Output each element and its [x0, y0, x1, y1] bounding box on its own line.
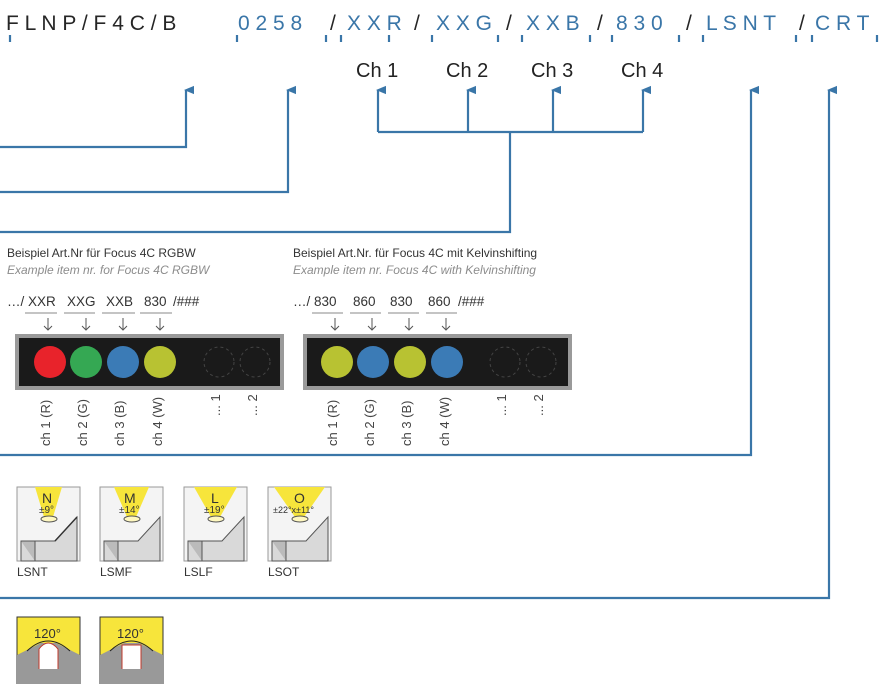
led-ch2	[70, 346, 102, 378]
lens-icons	[16, 486, 332, 562]
code-sep: /	[330, 12, 336, 35]
kelvin-ch-label-6: ... 2	[531, 394, 546, 416]
arrow-line-series	[0, 90, 186, 149]
code-xxr: X X R	[347, 12, 402, 35]
kelvin-code-2: 860	[353, 294, 376, 309]
bracket-lsnt	[701, 35, 798, 42]
lens-name-l: LSLF	[184, 565, 213, 579]
rgbw-ch-label-2: ch 2 (G)	[75, 399, 90, 446]
led-empty-1	[489, 346, 521, 378]
lens-name-m: LSMF	[100, 565, 133, 579]
led-ch1	[321, 346, 353, 378]
kelvin-ch-label-4: ch 4 (W)	[437, 396, 452, 446]
lens-icon-m	[99, 486, 164, 562]
kelvin-title-en: Example item nr. Focus 4C with Kelvinshi…	[293, 263, 536, 277]
rgbw-code-3: XXB	[106, 294, 134, 309]
arrow-line-crt	[0, 90, 829, 600]
led-ch2	[357, 346, 389, 378]
channel-label-4: Ch 4	[621, 60, 664, 82]
bracket-xxb	[520, 35, 592, 42]
rgbw-title-de: Beispiel Art.Nr für Focus 4C RGBW	[7, 246, 196, 260]
beam-angle-square: 120°	[117, 626, 144, 641]
rgbw-code-1: XXR	[28, 294, 56, 309]
lens-angle-l: ±19°	[204, 505, 225, 516]
led-ch4	[144, 346, 176, 378]
led-ch4	[431, 346, 463, 378]
led-empty-1	[203, 346, 235, 378]
code-0258: 0 2 5 8	[238, 12, 303, 35]
arrow-line-0258	[0, 90, 288, 194]
lens-name-o: LSOT	[268, 565, 300, 579]
lens-icon-o	[267, 486, 332, 562]
kelvin-code-0: …/	[293, 294, 311, 309]
rgbw-ch-label-1: ch 1 (R)	[38, 399, 53, 446]
kelvin-ch-label-5: ... 1	[494, 394, 509, 416]
code-xxg: X X G	[436, 12, 493, 35]
bracket-0258	[235, 35, 328, 42]
rgbw-code-4: 830	[144, 294, 167, 309]
bracket-crt	[810, 35, 879, 42]
rgbw-code-2: XXG	[67, 294, 96, 309]
lens-letter-m: M	[124, 490, 136, 506]
kelvin-ch-label-2: ch 2 (G)	[362, 399, 377, 446]
kelvin-code-5: /###	[458, 294, 485, 309]
rgbw-ch-label-6: ... 2	[245, 394, 260, 416]
arrow-line-channels	[0, 132, 512, 234]
arrow-line-lens	[0, 90, 751, 457]
lens-icon-n	[16, 486, 81, 562]
kelvin-ch-label-3: ch 3 (B)	[399, 400, 414, 446]
led-ch1	[34, 346, 66, 378]
lens-letter-n: N	[42, 490, 53, 506]
code-crt: C R T	[815, 12, 870, 35]
code-sep: /	[414, 12, 420, 35]
channel-label-2: Ch 2	[446, 60, 489, 82]
code-830: 8 3 0	[616, 12, 663, 35]
led-empty-2	[525, 346, 557, 378]
bracket-830	[610, 35, 681, 42]
led-ch3	[107, 346, 139, 378]
led-empty-2	[239, 346, 271, 378]
rgbw-title-en: Example item nr. for Focus 4C RGBW	[7, 263, 210, 277]
channel-label-1: Ch 1	[356, 60, 399, 82]
lens-angle-o: ±22°x±11°	[273, 505, 314, 515]
code-sep: /	[597, 12, 603, 35]
beam-icons	[16, 616, 164, 684]
code-sep: /	[799, 12, 805, 35]
lens-angle-n: ±9°	[39, 505, 55, 516]
kelvin-title-de: Beispiel Art.Nr. für Focus 4C mit Kelvin…	[293, 246, 538, 260]
kelvin-ch-label-1: ch 1 (R)	[325, 399, 340, 446]
code-lsnt: L S N T	[706, 12, 777, 35]
led-board-kelvin	[303, 334, 572, 390]
beam-icon-round	[16, 616, 81, 684]
led-ch3	[394, 346, 426, 378]
rgbw-ch-label-4: ch 4 (W)	[150, 396, 165, 446]
kelvin-code-4: 860	[428, 294, 451, 309]
rgbw-ch-label-5: ... 1	[208, 394, 223, 416]
rgbw-code-5: /###	[173, 294, 200, 309]
lens-angle-m: ±14°	[119, 505, 140, 516]
bracket-xxr	[339, 35, 391, 42]
rgbw-code-0: …/	[7, 294, 25, 309]
kelvin-code-1: 830	[314, 294, 337, 309]
lens-letter-o: O	[294, 490, 305, 506]
code-xxb: X X B	[526, 12, 580, 35]
beam-angle-round: 120°	[34, 626, 61, 641]
code-prefix: F L N P / F 4 C / B	[6, 12, 177, 35]
lens-letter-l: L	[211, 490, 219, 506]
kelvin-code-3: 830	[390, 294, 413, 309]
channel-label-3: Ch 3	[531, 60, 574, 82]
lens-name-n: LSNT	[17, 565, 48, 579]
bracket-xxg	[430, 35, 500, 42]
code-sep: /	[686, 12, 692, 35]
code-sep: /	[506, 12, 512, 35]
beam-icon-square	[99, 616, 164, 684]
lens-icon-l	[183, 486, 248, 562]
led-board-rgbw	[15, 334, 284, 390]
rgbw-ch-label-3: ch 3 (B)	[112, 400, 127, 446]
